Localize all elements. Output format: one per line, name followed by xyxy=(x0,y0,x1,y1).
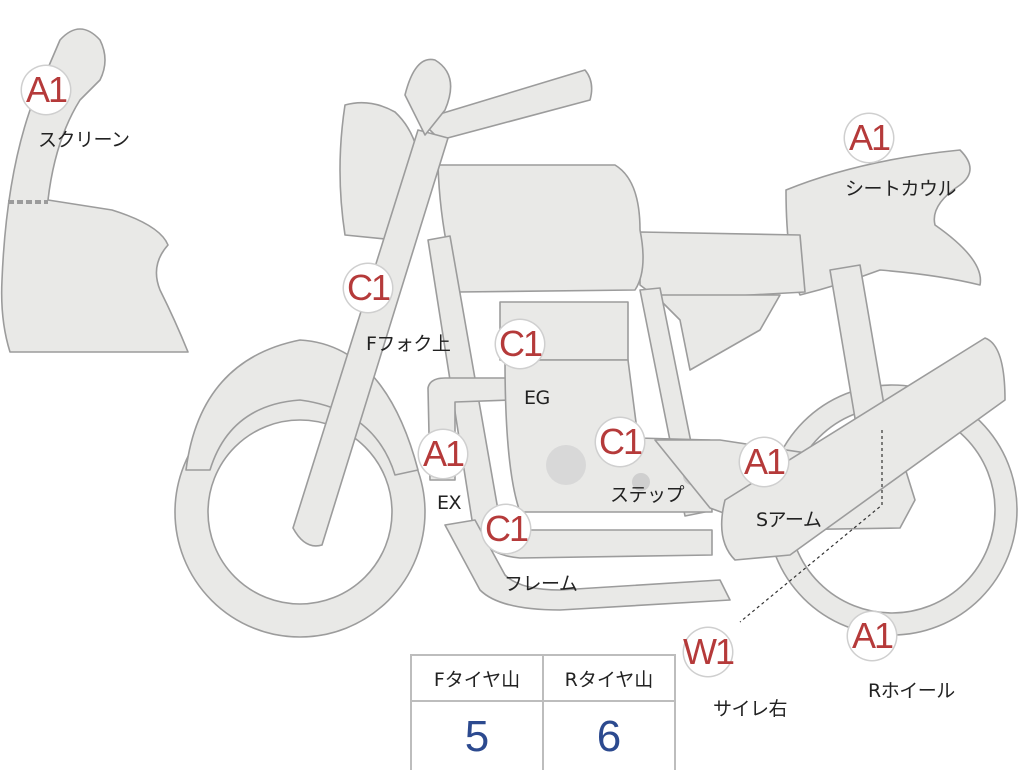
silencer-right-label: サイレ右 xyxy=(713,698,788,720)
frame-label: フレーム xyxy=(504,573,578,595)
step-peg-1 xyxy=(632,473,650,491)
rear-tire-tread-value: 6 xyxy=(596,712,622,761)
seat-cowl-label: シートカウル xyxy=(845,178,957,200)
rear-tire-tread-header: Rタイヤ山 xyxy=(564,668,654,691)
rear-wheel-code-badge: A1 xyxy=(848,612,896,660)
fuel-tank xyxy=(437,164,644,293)
front-tire-tread-header: Fタイヤ山 xyxy=(433,668,521,691)
seat-base xyxy=(654,294,781,371)
swing-arm-label: Sアーム xyxy=(756,509,822,531)
screen-code-badge: A1 xyxy=(22,66,70,114)
frame-lower-rail xyxy=(444,519,731,611)
exhaust-label: EX xyxy=(437,492,462,514)
engine-label: EG xyxy=(524,387,550,409)
step-label: ステップ xyxy=(610,484,685,506)
rear-wheel-label: Rホイール xyxy=(868,680,955,702)
engine-cover xyxy=(546,445,586,485)
exhaust-code-badge: A1 xyxy=(419,430,467,478)
engine-code-badge: C1 xyxy=(496,320,544,368)
step-code-badge: C1 xyxy=(596,418,644,466)
seat-cowl-part xyxy=(785,149,982,296)
seat-cowl-code-badge: A1 xyxy=(845,114,893,162)
silencer-callout-line xyxy=(739,430,883,623)
frame-code-badge: C1 xyxy=(482,505,530,553)
seat-part xyxy=(639,231,806,301)
table-divider-vertical xyxy=(542,656,544,770)
front-fork xyxy=(292,129,449,547)
f-fork-upper-label: Fフォク上 xyxy=(366,333,451,355)
front-tire-tread-value: 5 xyxy=(464,712,490,761)
handlebar xyxy=(419,69,593,141)
tire-tread-table: Fタイヤ山 Rタイヤ山 5 6 xyxy=(410,654,676,770)
f-fork-upper-code-badge: C1 xyxy=(344,264,392,312)
silencer-part xyxy=(720,337,1006,561)
swing-arm-code-badge: A1 xyxy=(740,438,788,486)
screen-label: スクリーン xyxy=(38,129,130,151)
silencer-right-code-badge: W1 xyxy=(683,628,735,676)
mirror-stem xyxy=(404,58,452,136)
